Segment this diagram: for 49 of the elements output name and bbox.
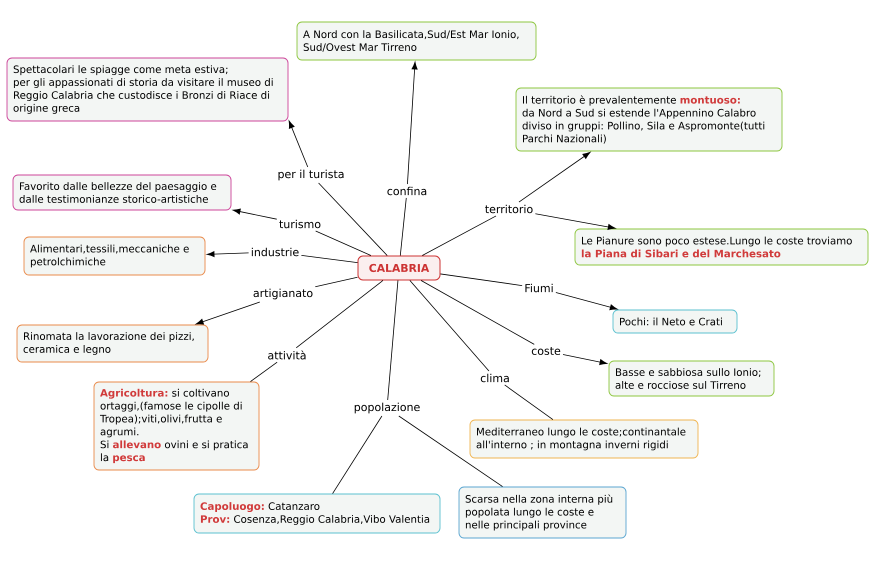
concept-box: Favorito dalle bellezze del paesaggio e dalle testimonianze storico-artistiche xyxy=(12,174,232,210)
concept-box: Rinomata la lavorazione dei pizzi, ceramica e legno xyxy=(16,324,208,362)
connector-line xyxy=(440,274,523,286)
connector-line xyxy=(422,216,496,256)
linking-phrase: popolazione xyxy=(354,402,420,414)
linking-phrase: per il turista xyxy=(278,170,344,180)
connector-line xyxy=(400,198,407,256)
concept-box: A Nord con la Basilicata,Sud/Est Mar Ionio, Sud/Ovest Mar Tirreno xyxy=(296,22,536,60)
connector-line xyxy=(504,384,554,420)
arrow xyxy=(555,292,618,310)
linking-phrase: coste xyxy=(532,347,560,355)
connector-line xyxy=(315,230,372,256)
concept-box: Il territorio è prevalentemente montuoso: da Nord a Sud si estende l'Appennino Calabro diviso in gruppi: Pollino, Sila e Aspromonte(tutti Parchi Nazionali) xyxy=(516,88,782,152)
arrow xyxy=(562,354,608,366)
connector-line xyxy=(318,182,388,256)
concept-box: Capoluogo: Catanzaro Prov: Cosenza,Reggio Calabria,Vibo Valentia xyxy=(194,494,440,534)
connector-line xyxy=(420,280,535,345)
concept-box: Spettacolari le spiagge come meta estiva; per gli appassionati di storia da visitare il museo di Reggio Calabria che custodisce i Bronzi di Riace di origine greca xyxy=(6,58,288,122)
connector-line xyxy=(387,280,398,400)
connector-line xyxy=(314,276,358,288)
linking-phrase: attività xyxy=(268,350,306,360)
concept-box: Scarsa nella zona interna più popolata lungo le coste e nelle principali province xyxy=(458,486,626,538)
arrow xyxy=(288,120,308,168)
arrow xyxy=(196,302,260,325)
connector-line xyxy=(398,416,503,487)
linking-phrase: turismo xyxy=(279,220,320,228)
arrow xyxy=(232,208,278,220)
connector-line xyxy=(410,280,490,372)
arrow xyxy=(534,213,616,230)
linking-phrase: territorio xyxy=(485,204,533,214)
linking-phrase: Fiumi xyxy=(525,284,553,292)
arrow xyxy=(407,62,418,184)
topic-box: CALABRIA xyxy=(358,256,440,280)
connector-line xyxy=(296,280,384,348)
concept-box: Alimentari,tessili,meccaniche e petrolchimiche xyxy=(24,236,206,276)
linking-phrase: industrie xyxy=(252,248,299,256)
connector-line xyxy=(301,255,358,264)
concept-box: Pochi: il Neto e Crati xyxy=(612,310,738,334)
concept-box: Agricoltura: si coltivano ortaggi,(famose le cipolle di Tropea);viti,olivi,frutta e agrumi. Si allevano ovini e si pratica la pesca xyxy=(94,382,260,470)
arrow xyxy=(518,152,590,202)
concept-box: Mediterraneo lungo le coste;continantale all'interno ; in montagna inverni rigidi xyxy=(470,420,698,458)
linking-phrase: confina xyxy=(387,186,426,196)
connector-line xyxy=(250,362,278,382)
linking-phrase: artigianato xyxy=(254,288,312,300)
connector-line xyxy=(332,416,382,494)
arrow xyxy=(206,251,250,258)
linking-phrase: clima xyxy=(480,374,509,382)
concept-box: Basse e sabbiosa sullo Ionio; alte e rocciose sul Tirreno xyxy=(608,360,774,396)
concept-box: Le Pianure sono poco estese.Lungo le coste troviamo la Piana di Sibari e del Marchesato xyxy=(574,228,868,266)
